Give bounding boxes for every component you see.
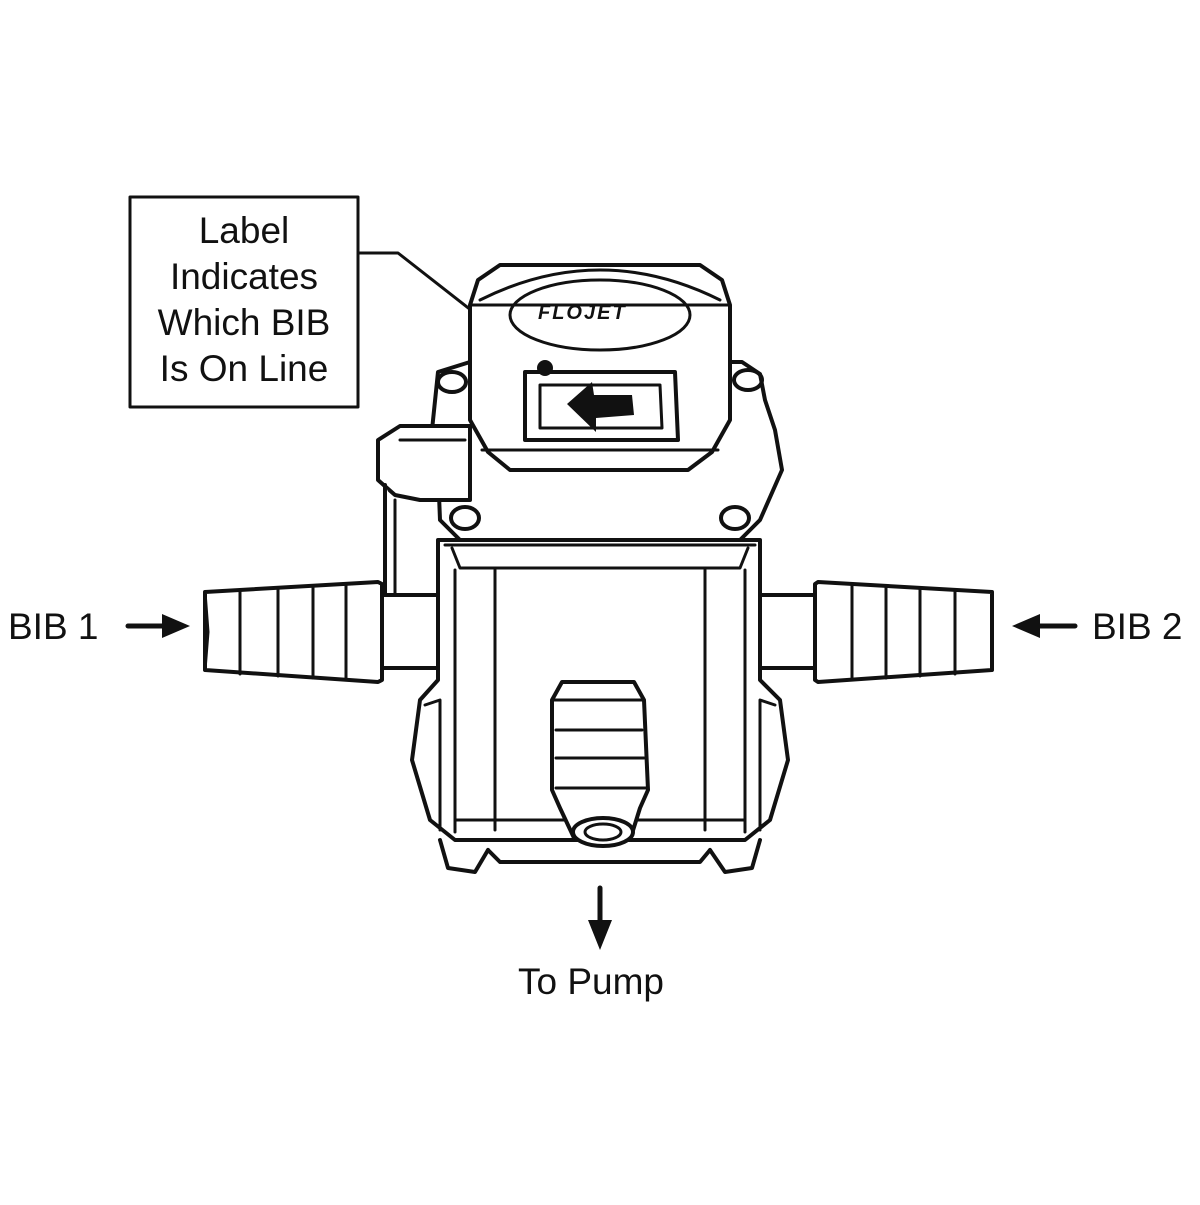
left-arrow-icon xyxy=(567,382,634,432)
foot xyxy=(708,838,762,874)
body-bolt xyxy=(449,505,481,531)
brand-logo-text: FLOJET xyxy=(538,302,627,324)
bib1-inlet-fitting xyxy=(203,580,447,684)
foot xyxy=(438,838,490,874)
flange-bolt xyxy=(436,370,468,394)
flange-bolt xyxy=(732,368,764,392)
callout-line-4: Is On Line xyxy=(159,348,329,389)
bib2-label: BIB 2 xyxy=(1092,606,1183,647)
down-arrow-icon xyxy=(588,885,612,950)
callout-line-2: Indicates xyxy=(169,256,319,297)
callout-box xyxy=(128,195,360,409)
left-pointing-arrow-icon xyxy=(1012,614,1078,638)
callout-line-1: Label xyxy=(198,210,290,251)
callout-line-3: Which BIB xyxy=(157,302,331,343)
pump-outlet-fitting xyxy=(550,680,650,848)
to-pump-label: To Pump xyxy=(518,961,665,1002)
bib1-label: BIB 1 xyxy=(8,606,99,647)
side-boss xyxy=(376,424,472,502)
bib2-inlet-fitting xyxy=(758,580,994,684)
right-arrow-icon xyxy=(125,614,190,638)
selector-cap xyxy=(468,263,732,472)
body-bolt xyxy=(719,505,751,531)
callout-text: Label Indicates Which BIB Is On Line xyxy=(130,208,358,392)
callout-dot xyxy=(537,360,553,376)
